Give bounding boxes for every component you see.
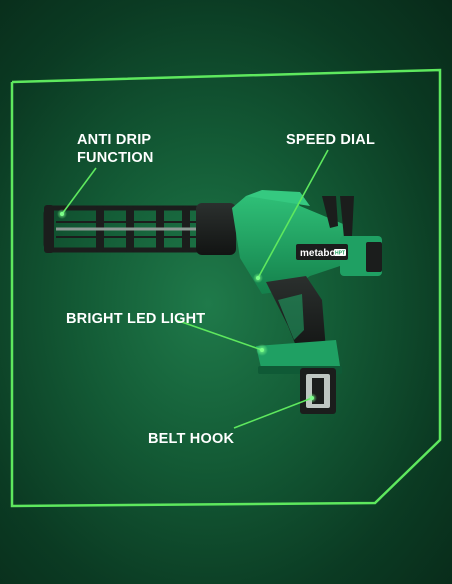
callout-led-light: BRIGHT LED LIGHT (66, 311, 206, 327)
led-leader (175, 319, 263, 351)
callout-speed-dial: SPEED DIAL (286, 132, 376, 148)
callout-lines (61, 149, 329, 429)
frame-border (10, 68, 442, 508)
belt-hook (300, 368, 336, 414)
anti-drip-leader (61, 167, 97, 215)
barrel-collar (196, 203, 236, 255)
speed-dial-leader (257, 149, 329, 279)
brand-logo: metabo (300, 248, 336, 259)
cartridge-cage (43, 205, 205, 253)
callout-anti-drip: ANTI DRIP FUNCTION (77, 132, 154, 166)
callout-belt-hook: BELT HOOK (148, 431, 235, 447)
brand-badge: HPT (335, 251, 345, 257)
battery-base (256, 340, 340, 372)
belt-hook-leader (233, 397, 313, 429)
